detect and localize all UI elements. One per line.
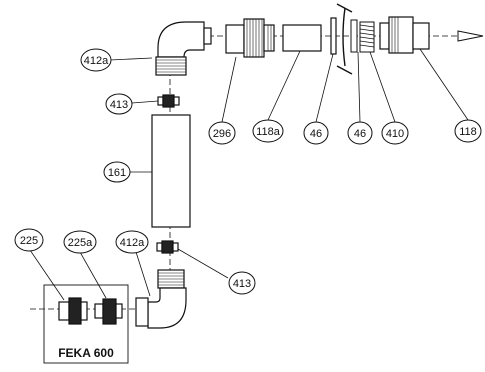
callout-118a: 118a — [252, 119, 284, 143]
nipple-413-bottom — [156, 240, 179, 254]
valve-225 — [58, 297, 88, 325]
callout-225a: 225a — [63, 230, 97, 254]
feka-box-frame — [43, 284, 129, 364]
callout-410: 410 — [381, 121, 409, 145]
gasket-46-right — [350, 19, 375, 53]
gasket-46-left — [330, 17, 337, 55]
feka-box-title: FEKA 600 — [58, 346, 114, 360]
axis-lines — [30, 35, 472, 310]
elbow-bottom — [135, 269, 187, 329]
callout-161: 161 — [103, 161, 131, 183]
callout-118: 118 — [454, 119, 482, 143]
adapter-118a — [282, 24, 322, 52]
label-412a-bottom: 412a — [120, 237, 145, 249]
label-413-bottom: 413 — [233, 278, 251, 290]
callout-46-right: 46 — [347, 121, 373, 145]
leader-lines — [29, 48, 469, 301]
elbow-top — [155, 21, 212, 76]
callout-296: 296 — [208, 121, 236, 145]
callout-46-left: 46 — [303, 121, 329, 145]
label-118: 118 — [459, 126, 477, 138]
wall-panel — [336, 3, 353, 75]
label-118a: 118a — [256, 126, 281, 138]
label-46-right: 46 — [354, 128, 366, 140]
label-225: 225 — [20, 235, 38, 247]
pipe-161 — [151, 114, 191, 228]
flow-arrow — [457, 30, 484, 42]
label-296: 296 — [213, 128, 231, 140]
nut-410 — [379, 16, 430, 54]
label-410: 410 — [386, 128, 404, 140]
label-161: 161 — [108, 167, 126, 179]
label-46-left: 46 — [310, 128, 322, 140]
label-225a: 225a — [68, 237, 93, 249]
callout-412a-top: 412a — [80, 48, 112, 72]
valve-225a — [94, 298, 123, 325]
callout-412a-bottom: 412a — [115, 230, 149, 254]
callout-413-bottom: 413 — [228, 271, 256, 295]
union-296 — [225, 18, 275, 58]
nipple-413-top — [157, 94, 180, 108]
callout-225: 225 — [14, 228, 44, 252]
callout-413-top: 413 — [105, 93, 133, 115]
label-412a-top: 412a — [84, 55, 109, 67]
label-413-top: 413 — [110, 99, 128, 111]
